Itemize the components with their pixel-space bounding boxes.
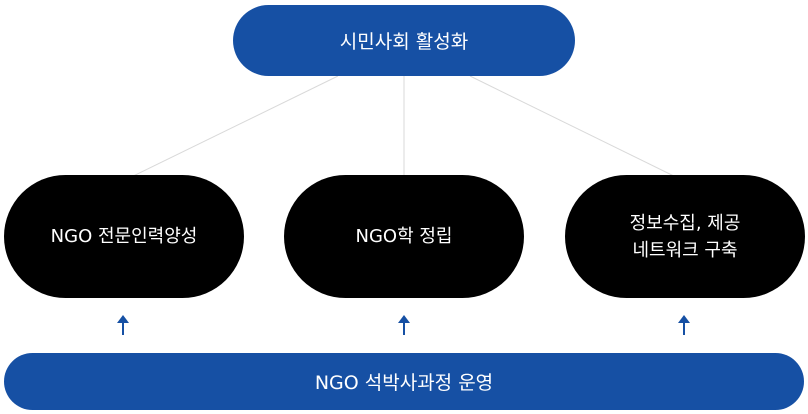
middle-node-hr-training: NGO 전문인력양성 xyxy=(4,175,244,298)
middle-node-ngo-studies: NGO학 정립 xyxy=(284,175,524,298)
connector-line-left xyxy=(122,75,339,182)
middle-node-label: NGO 전문인력양성 xyxy=(50,226,198,247)
arrow-up-icon xyxy=(398,315,410,335)
middle-node-label-line-2: 네트워크 구축 xyxy=(632,239,738,261)
bottom-node: NGO 석박사과정 운영 xyxy=(4,353,804,410)
connector-line-right xyxy=(469,75,685,182)
top-node: 시민사회 활성화 xyxy=(233,5,575,76)
arrow-up-icon xyxy=(117,315,129,335)
bottom-node-label: NGO 석박사과정 운영 xyxy=(314,372,494,394)
middle-node-label: NGO학 정립 xyxy=(355,226,453,247)
middle-node-information-network: 정보수집, 제공 네트워크 구축 xyxy=(565,175,805,298)
middle-node-label-line-1: 정보수집, 제공 xyxy=(629,212,741,234)
top-node-label: 시민사회 활성화 xyxy=(339,31,469,53)
arrow-up-icon xyxy=(678,315,690,335)
